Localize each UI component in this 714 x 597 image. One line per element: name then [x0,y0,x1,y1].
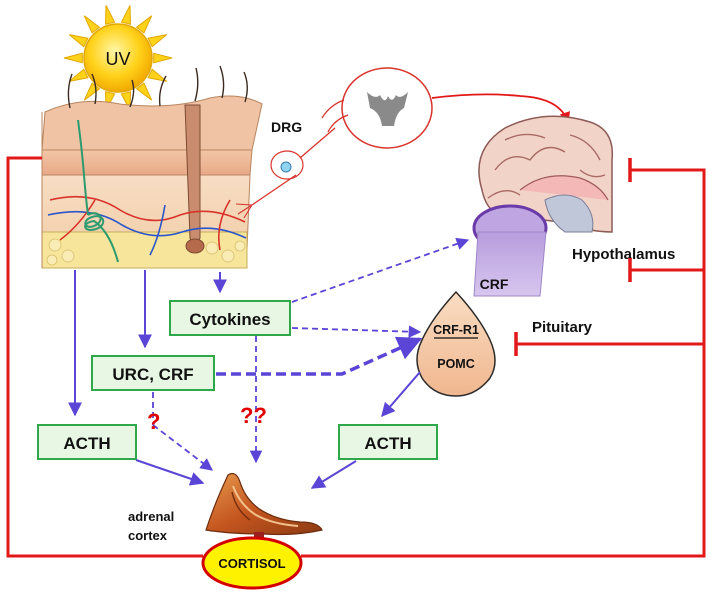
crf-r1-label: CRF-R1 [433,323,479,337]
sun-ray [147,34,168,48]
pomc-to-acth-arrow [381,371,421,418]
sun-ray [153,52,173,64]
sun-ray [120,5,132,25]
feedback-inhibition-bars [514,158,632,356]
cortisol-ellipse: CORTISOL [201,536,303,590]
urc-crf-to-adrenal-arrow-2 [152,424,214,471]
pituitary-label: Pituitary [532,319,593,336]
acth-right-to-adrenal-arrow [310,460,357,489]
spinal-to-brain-arrow [431,93,571,124]
urc-crf-box: URC, CRF [91,355,215,391]
cytokines-label: Cytokines [189,310,270,329]
crf-label: CRF [480,276,509,292]
urc-crf-label: URC, CRF [112,365,193,384]
crf-stalk [473,231,547,297]
brain-icon [478,115,614,233]
single-question-mark: ? [147,409,160,434]
cytokines-to-pvn-arrow [291,237,470,303]
hypothalamus-label: Hypothalamus [572,246,675,263]
cortisol-feedback-loop [6,156,706,558]
sun-ray [68,34,89,48]
acth-right-label: ACTH [364,434,411,453]
sun-ray [68,68,89,82]
acth-left-box: ACTH [37,424,137,460]
sun-ray [83,15,101,34]
sun-ray [147,68,168,82]
sun-ray [135,82,153,101]
sun-ray [104,5,116,25]
cytokines-box: Cytokines [169,300,291,336]
sun-icon: UV [63,5,173,111]
double-question-mark: ?? [240,403,267,428]
urc-crf-to-pomc-thick-arrow [216,336,423,376]
acth-left-to-adrenal-arrow [135,459,205,486]
cytokines-to-crf-r1-arrow [291,325,422,338]
pomc-label: POMC [437,357,475,371]
acth-left-label: ACTH [63,434,110,453]
adrenal-label-line1: adrenal [128,509,174,524]
adrenal-label-line2: cortex [128,528,168,543]
uv-label: UV [105,49,130,69]
stimulation-arrows [68,270,421,489]
drg-spinal-cord-icon: DRG [235,67,433,219]
acth-right-box: ACTH [338,424,438,460]
putative-arrows [152,237,470,471]
drg-label: DRG [271,119,302,135]
cortisol-label: CORTISOL [218,556,285,571]
sun-ray [63,52,83,64]
sun-ray [135,15,153,34]
adrenal-gland-icon [205,472,323,546]
pituitary-drop [416,290,496,397]
skin-cross-section [41,65,263,269]
